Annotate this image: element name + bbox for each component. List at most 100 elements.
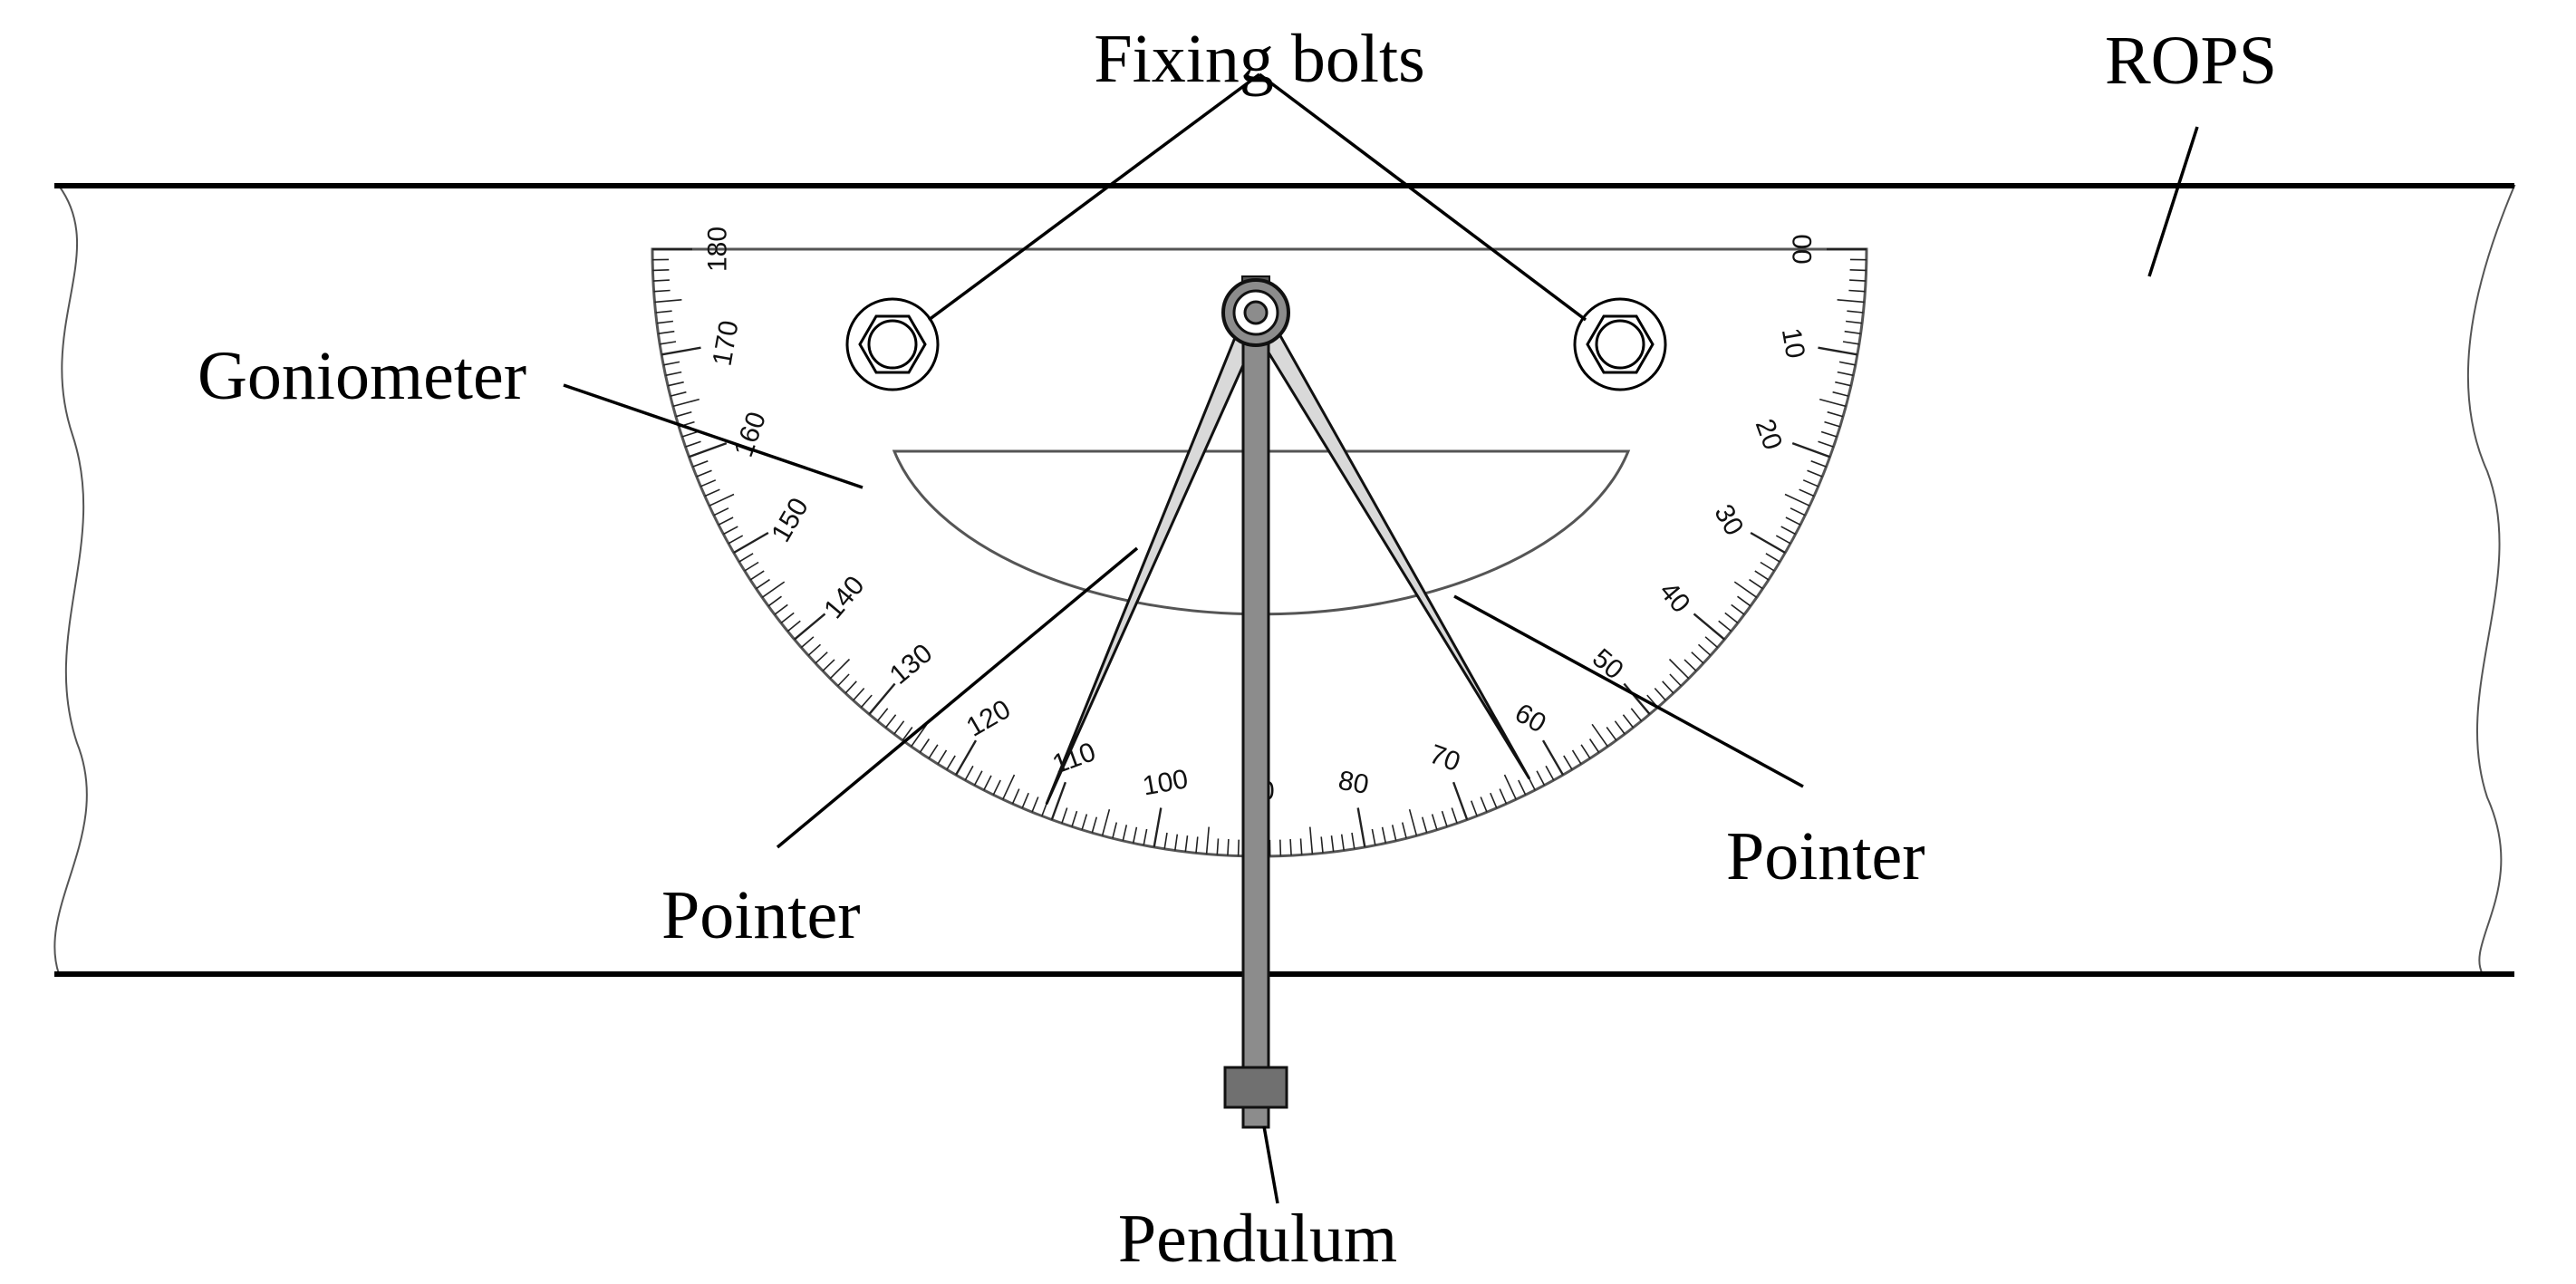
scale-tick — [1704, 636, 1719, 649]
scale-tick — [660, 341, 677, 345]
scale-tick — [663, 361, 680, 366]
scale-tick — [1490, 792, 1498, 809]
scale-tick — [1480, 796, 1488, 813]
scale-tick — [1791, 441, 1831, 459]
scale-tick — [1002, 774, 1016, 800]
leader-lines — [563, 72, 2199, 1204]
scale-tick — [1775, 535, 1791, 545]
scale-tick — [1279, 839, 1282, 856]
scale-tick — [973, 770, 983, 786]
scale-tick — [1545, 765, 1555, 781]
scale-tick — [954, 739, 978, 776]
scale-tick — [1536, 770, 1546, 786]
scale-tick — [713, 507, 729, 516]
scale-tick — [672, 398, 700, 408]
scale-tick — [1684, 659, 1697, 671]
scale-tick — [744, 561, 759, 572]
leader-pendulum — [1262, 1125, 1279, 1204]
scale-tick — [1441, 810, 1448, 827]
scale-tick — [1356, 807, 1366, 848]
scale-tick — [829, 658, 851, 680]
scale-tick — [1132, 826, 1138, 844]
scale-tick — [1031, 796, 1039, 813]
scale-tick — [1731, 603, 1745, 615]
scale-tick — [1691, 652, 1704, 664]
scale-tick — [1818, 440, 1834, 448]
scale-tick — [658, 330, 675, 334]
scale-tick — [1784, 493, 1810, 507]
scale-tick — [1785, 516, 1801, 526]
scale-tick — [1153, 807, 1163, 848]
scale-tick — [800, 636, 815, 649]
goniometer-ticks — [652, 247, 1867, 856]
scale-tick — [1630, 708, 1643, 722]
scale-tick — [786, 620, 801, 632]
scale-tick — [1842, 341, 1859, 345]
scale-tick — [1081, 814, 1088, 830]
scale-tick — [1470, 800, 1478, 816]
scale-tick — [1541, 739, 1565, 776]
scale-tick — [1737, 595, 1751, 607]
scale-tick — [654, 299, 682, 304]
scale-tick — [1071, 810, 1078, 827]
scale-tick — [1662, 681, 1674, 694]
scale-tick — [688, 441, 728, 459]
scale-tick — [815, 652, 828, 664]
scale-tick — [822, 659, 835, 671]
scale-tick — [893, 720, 905, 735]
scale-tick — [1195, 836, 1199, 854]
scale-tick — [653, 289, 671, 293]
scale-tick — [733, 531, 769, 555]
scale-tick — [1021, 792, 1029, 809]
scale-label: 00 — [1787, 234, 1817, 264]
scale-tick — [1844, 330, 1861, 334]
scale-tick — [1174, 834, 1179, 851]
scale-tick — [1351, 832, 1356, 849]
scale-tick — [1451, 807, 1458, 824]
scale-tick — [902, 727, 913, 741]
scale-tick — [946, 755, 956, 770]
scale-tick — [723, 526, 738, 536]
scale-tick — [1724, 612, 1739, 624]
scale-tick — [1330, 835, 1335, 853]
leader-fixing-bolts-left — [927, 72, 1261, 322]
scale-tick — [928, 744, 939, 759]
label-rops: ROPS — [2105, 23, 2277, 99]
scale-tick — [1765, 553, 1780, 563]
scale-tick — [884, 714, 897, 729]
label-pointer-right: Pointer — [1726, 818, 1925, 894]
scale-tick — [1163, 832, 1168, 849]
scale-tick — [699, 479, 717, 488]
scale-tick — [1697, 643, 1712, 656]
scale-tick — [1401, 822, 1407, 839]
scale-tick — [1499, 788, 1508, 805]
scale-tick — [983, 775, 992, 791]
scale-tick — [1669, 673, 1682, 687]
scale-tick — [661, 346, 701, 356]
scale-tick — [1718, 620, 1732, 632]
scale-tick — [853, 687, 865, 701]
leader-pointer-left — [776, 546, 1139, 849]
bolt-left — [845, 297, 940, 391]
scale-tick — [1668, 658, 1690, 680]
scale-tick — [837, 673, 850, 687]
scale-tick — [1591, 723, 1608, 748]
bolt-right — [1573, 297, 1667, 391]
label-pointer-left: Pointer — [661, 877, 861, 953]
label-goniometer: Goniometer — [198, 338, 526, 414]
scale-tick — [738, 553, 754, 563]
scale-tick — [1061, 807, 1068, 824]
scale-tick — [1518, 779, 1527, 796]
scale-tick — [1838, 361, 1856, 366]
scale-tick — [1824, 420, 1840, 428]
scale-tick — [1827, 410, 1844, 418]
scale-tick — [1807, 469, 1823, 478]
label-pendulum: Pendulum — [1118, 1201, 1397, 1277]
scale-tick — [1309, 826, 1314, 854]
scale-tick — [807, 643, 822, 656]
scale-tick — [1011, 788, 1020, 805]
scale-tick — [1832, 391, 1849, 397]
scale-tick — [1503, 774, 1517, 800]
scale-tick — [728, 535, 744, 545]
